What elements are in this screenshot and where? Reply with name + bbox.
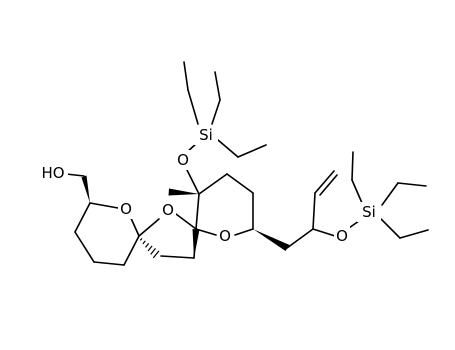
bond-vinyl-double-a [314, 170, 335, 194]
silicon-right: Si [357, 202, 381, 222]
bond-si-et3 [217, 139, 239, 158]
ring-oxygen-left: O [118, 199, 134, 219]
silyl-oxygen-right-text: O [336, 227, 348, 245]
wedge-bond-c2-ch2oh [81, 175, 90, 203]
bond-ch-vinyl [312, 192, 316, 230]
bond-et3-ch3 [237, 144, 267, 158]
bond-c5-spiro [123, 235, 140, 266]
bond-c7-osilyl [185, 167, 200, 195]
bond-si2-et3 [380, 218, 401, 239]
bond-thf-c3-c4 [160, 255, 195, 259]
bond-si-et2 [211, 99, 221, 125]
atom-label-layer: HO O O O O Si O Si [38, 125, 381, 246]
silicon-top-text: Si [199, 126, 213, 144]
bond-spiro-ospiro [138, 218, 160, 237]
silicon-top: Si [194, 125, 218, 145]
spiro-oxygen-text: O [162, 201, 174, 219]
bond-c6-c7 [195, 193, 200, 230]
bond-si-et1 [187, 89, 199, 125]
silyl-oxygen-right: O [334, 226, 350, 246]
bond-ho-ch2 [65, 173, 85, 177]
bond-vinyl-double-b [319, 174, 338, 196]
hash-bond-spiro-thf [139, 238, 160, 259]
bond-layer [65, 61, 429, 266]
bond-et1-ch3 [183, 61, 189, 91]
silicon-right-text: Si [362, 203, 376, 221]
silyl-oxygen-top: O [175, 150, 191, 170]
wedge-bond-c11-ch2 [253, 229, 290, 251]
bond-ospiro-c6 [175, 213, 197, 230]
bond-et1b-ch3 [351, 151, 354, 181]
wedge-bond-thf-c4 [192, 229, 200, 258]
bond-ch-o2 [312, 228, 336, 237]
ring-oxygen-left-text: O [120, 200, 132, 218]
silyl-oxygen-top-text: O [177, 151, 189, 169]
bond-et2-ch3 [214, 71, 221, 101]
bond-oleft-spiro [129, 215, 140, 237]
bond-ch2-chosilyl [286, 228, 314, 249]
bond-oright-c11 [234, 228, 254, 236]
bond-et2b-ch3 [397, 182, 427, 187]
bond-c8-c9 [226, 173, 254, 194]
hydroxyl-label: HO [38, 163, 68, 183]
bond-c7-c8 [198, 173, 228, 195]
bond-c2-c3 [74, 202, 91, 233]
spiro-oxygen: O [160, 200, 176, 220]
hydroxyl-text: HO [41, 164, 64, 182]
ring-oxygen-right: O [217, 226, 233, 246]
bond-c4-c5 [93, 261, 125, 266]
bond-si2-et1 [351, 179, 363, 204]
bond-c2-oleft [89, 202, 119, 209]
stereo-bond-layer [81, 175, 290, 259]
bond-et3b-ch3 [399, 229, 429, 239]
ring-oxygen-right-text: O [219, 227, 231, 245]
bond-c3-c4 [74, 231, 95, 263]
bond-si2-et2 [381, 182, 399, 206]
wedge-bond-c7-methyl [168, 188, 199, 196]
